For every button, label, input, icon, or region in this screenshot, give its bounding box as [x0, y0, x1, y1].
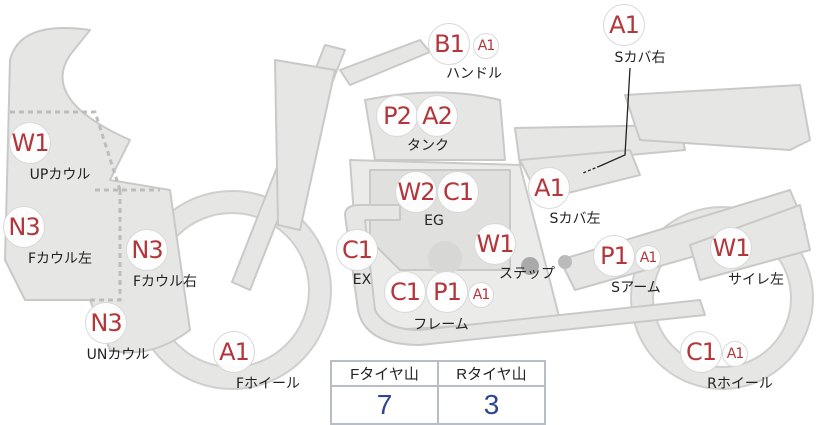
- rear-tire-header: Rタイヤ山: [437, 360, 546, 387]
- part-label: Sカバ右: [614, 50, 666, 66]
- grade-badge: A1: [528, 167, 570, 209]
- part-label: Fカウル左: [27, 251, 93, 267]
- grade-badge: A1: [603, 4, 645, 46]
- grade-badge: W1: [474, 223, 516, 265]
- grade-badge: P1: [426, 271, 468, 313]
- part-label: Rホイール: [707, 376, 773, 392]
- grade-badge: A1: [722, 341, 748, 367]
- grade-badge: W1: [710, 227, 752, 269]
- grade-badge: C1: [680, 331, 722, 373]
- front-tire-header: Fタイヤ山: [330, 360, 439, 387]
- grade-badge: C1: [336, 229, 378, 271]
- part-label: ステップ: [499, 266, 555, 282]
- grade-badge: B1: [428, 23, 470, 65]
- grade-badge: N3: [85, 302, 127, 344]
- part-label: ハンドル: [446, 66, 502, 82]
- handlebar-shape: [339, 39, 431, 86]
- part-label: Fカウル右: [132, 274, 198, 290]
- front-tire-value: 7: [330, 385, 439, 425]
- grade-badge: P2: [376, 95, 418, 137]
- part-label: Sカバ左: [549, 211, 601, 227]
- part-label: Fホイール: [235, 376, 301, 392]
- exhaust-shape: [344, 204, 706, 346]
- grade-badge: C1: [384, 271, 426, 313]
- grade-badge: P1: [593, 235, 635, 277]
- grade-badge: A1: [635, 245, 661, 271]
- part-label: Sアーム: [611, 280, 661, 296]
- grade-badge: N3: [3, 206, 45, 248]
- part-label: EX: [352, 272, 372, 288]
- grade-badge: W1: [9, 122, 51, 164]
- grade-badge: A2: [416, 95, 458, 137]
- part-label: EG: [424, 213, 444, 229]
- part-label: UNカウル: [86, 347, 150, 363]
- grade-badge: A1: [213, 331, 255, 373]
- grade-badge: A1: [473, 33, 499, 59]
- part-label: フレーム: [413, 317, 469, 333]
- grade-badge: W2: [395, 171, 437, 213]
- rear-tire-value: 3: [437, 385, 546, 425]
- grade-badge: N3: [126, 229, 168, 271]
- grade-badge: C1: [437, 171, 479, 213]
- part-label: UPカウル: [29, 167, 91, 183]
- part-label: タンク: [407, 138, 449, 154]
- grade-badge: A1: [468, 282, 494, 308]
- part-label: サイレ左: [728, 272, 784, 288]
